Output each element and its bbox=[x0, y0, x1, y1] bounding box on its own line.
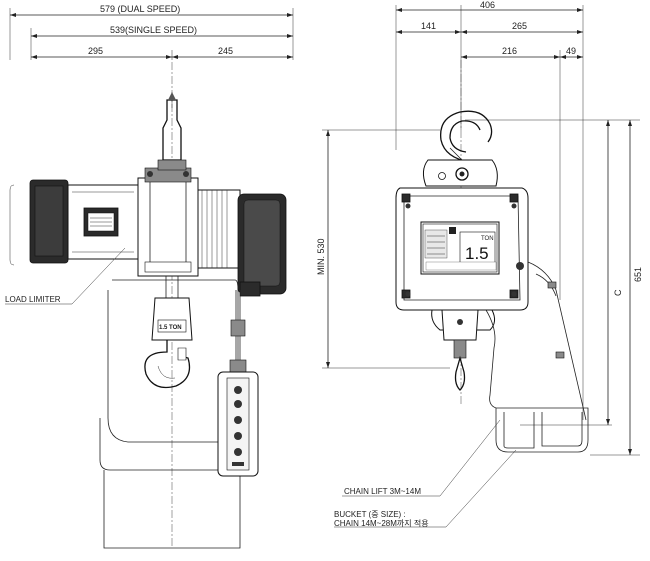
frame-side bbox=[137, 167, 199, 277]
nameplate-ton-label: TON bbox=[481, 236, 494, 242]
bottom-hook-front bbox=[441, 309, 479, 391]
dim-216: 216 bbox=[502, 46, 517, 56]
dim-141: 141 bbox=[421, 21, 436, 31]
dim-406: 406 bbox=[480, 0, 495, 10]
dimension-lines-right bbox=[395, 5, 584, 420]
nameplate-capacity: 1.5 bbox=[465, 244, 489, 263]
left-edge-bracket bbox=[9, 184, 15, 266]
dim-539-single-speed: 539(SINGLE SPEED) bbox=[110, 25, 197, 35]
chain-lift-label: CHAIN LIFT 3M~14M bbox=[344, 487, 421, 496]
side-view: 579 (DUAL SPEED) 539(SINGLE SPEED) 295 2… bbox=[5, 4, 294, 549]
dimension-lines-left bbox=[9, 8, 294, 60]
bucket-label-line-1: BUCKET (중 SIZE) : bbox=[334, 510, 406, 519]
bucket-label-line-2: CHAIN 14M~28M까지 적용 bbox=[334, 518, 429, 528]
dim-c: C bbox=[613, 289, 623, 296]
dim-49: 49 bbox=[566, 46, 576, 56]
hanger-plate bbox=[422, 159, 498, 187]
nameplate bbox=[420, 221, 500, 275]
bottom-hook-block-side: 1.5 TON bbox=[144, 276, 193, 389]
hook-tag-label: 1.5 TON bbox=[159, 325, 182, 331]
top-hook-side bbox=[157, 92, 187, 171]
vertical-dimensions bbox=[322, 119, 640, 456]
chain-bucket-front bbox=[495, 407, 589, 453]
gearbox-side bbox=[197, 189, 287, 297]
motor-side bbox=[29, 179, 139, 264]
dim-651: 651 bbox=[633, 267, 643, 282]
dim-295: 295 bbox=[88, 46, 103, 56]
front-view: 406 141 265 216 49 MIN. 530 651 C bbox=[316, 0, 643, 528]
dim-265: 265 bbox=[512, 21, 527, 31]
load-limiter-label: LOAD LIMITER bbox=[5, 295, 61, 304]
pendant-switch bbox=[217, 290, 259, 477]
dim-245: 245 bbox=[218, 46, 233, 56]
dim-min-530: MIN. 530 bbox=[316, 238, 326, 275]
top-hook-front bbox=[439, 110, 493, 163]
dim-579-dual-speed: 579 (DUAL SPEED) bbox=[100, 4, 180, 14]
